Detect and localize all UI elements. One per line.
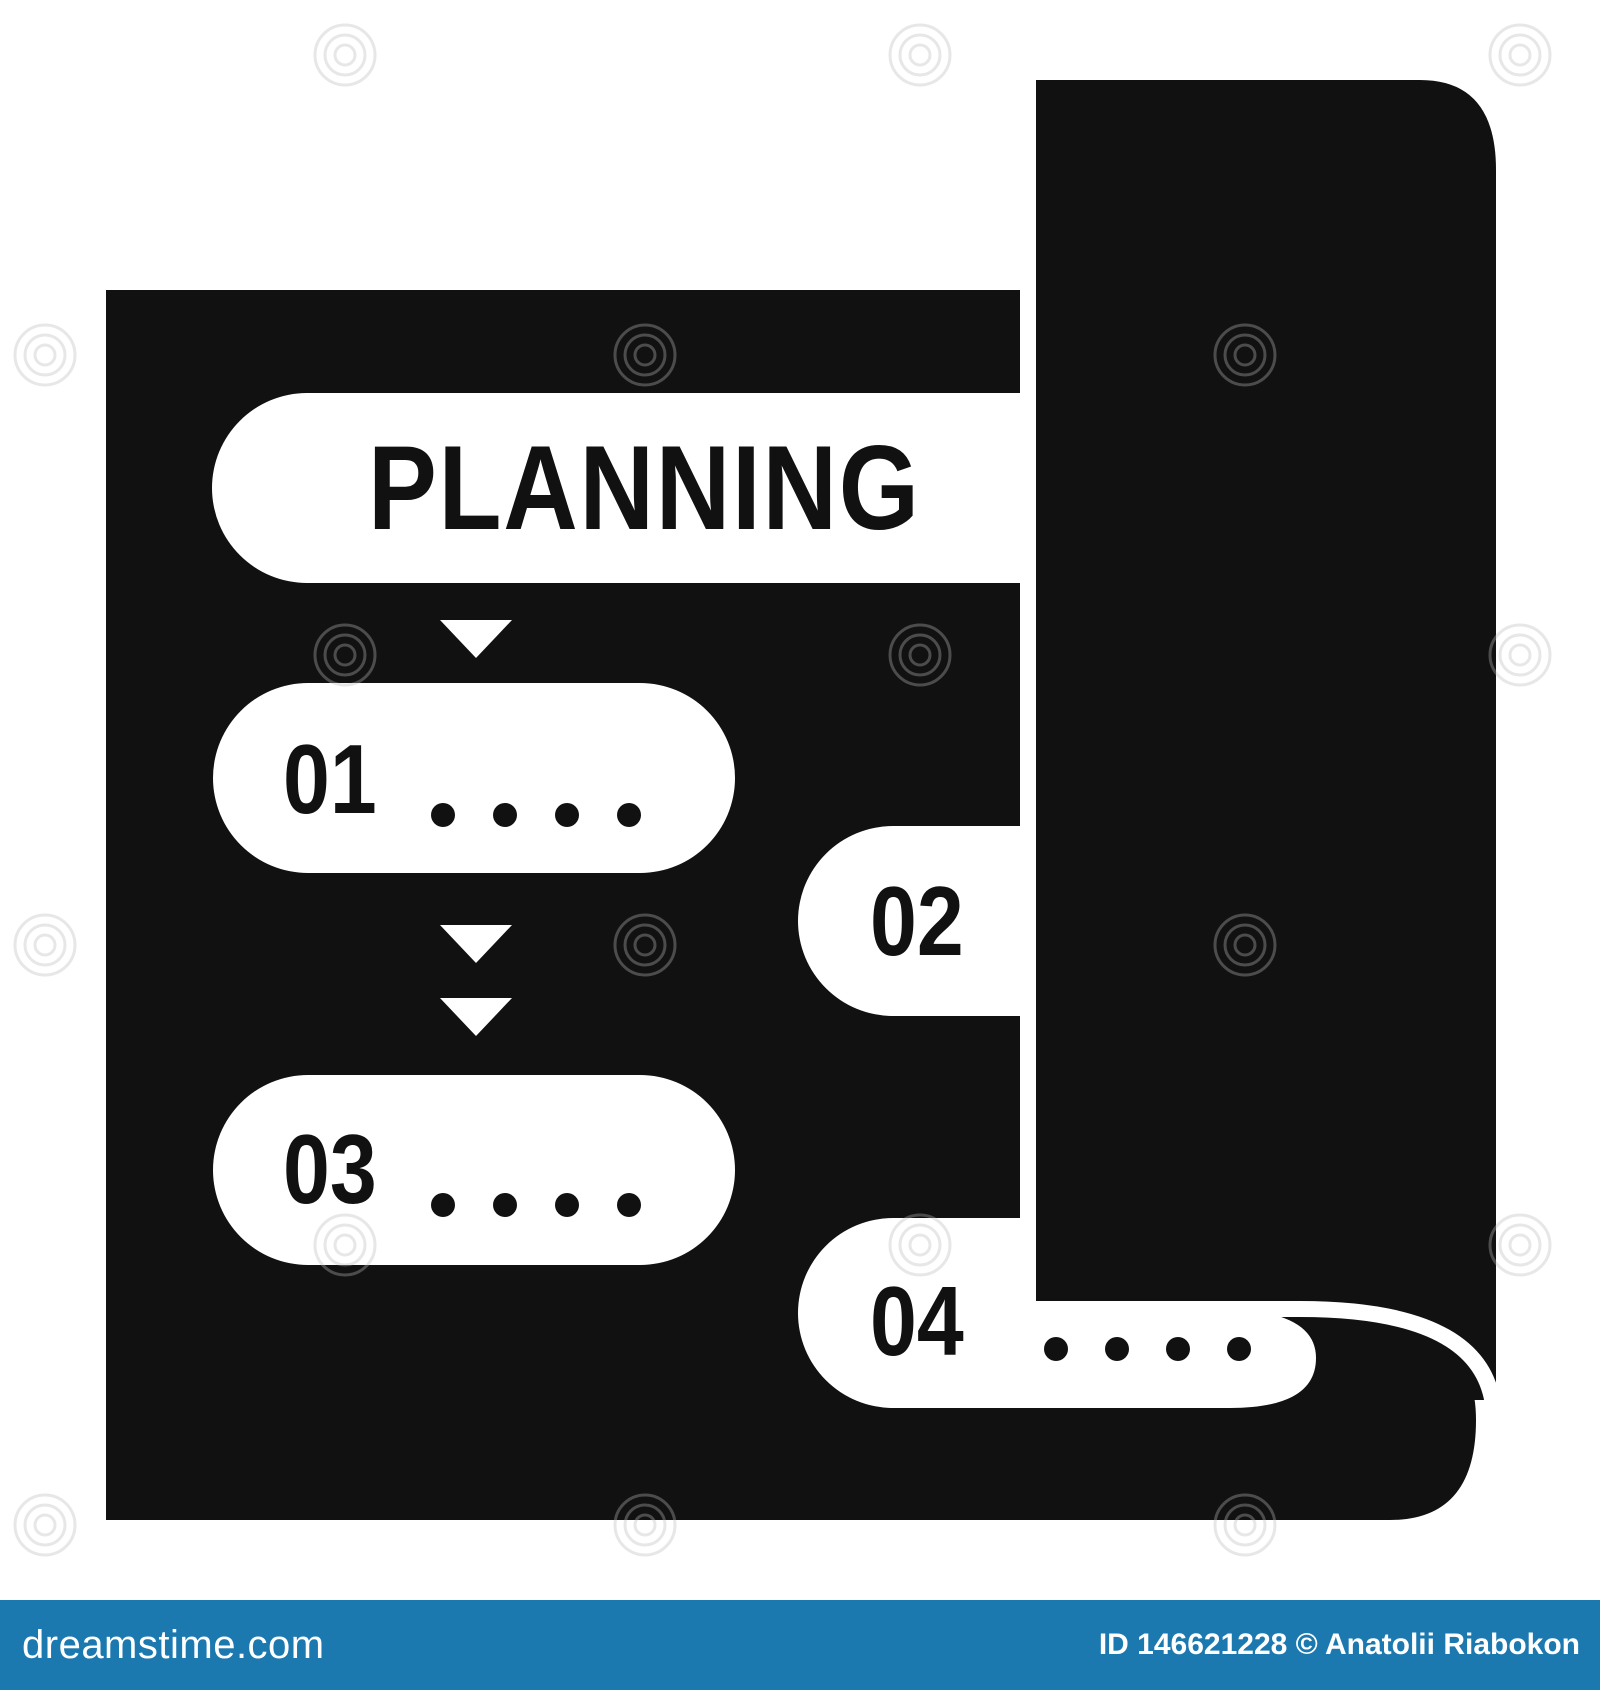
footer-bar: dreamstime.com ID 146621228 © Anatolii R… bbox=[0, 1600, 1600, 1690]
title-pill bbox=[212, 393, 1020, 583]
arrow-down-icon bbox=[440, 925, 512, 963]
step-03-number: 03 bbox=[283, 1114, 377, 1224]
footer-credit: ID 146621228 © Anatolii Riabokon bbox=[1098, 1628, 1580, 1661]
step-02-pill bbox=[798, 826, 1020, 1016]
scroll-edge-line bbox=[1020, 290, 1036, 1315]
step-01-dots bbox=[431, 803, 641, 827]
step-03-pill bbox=[213, 1075, 735, 1265]
step-03-dots bbox=[431, 1193, 641, 1217]
step-01-number: 01 bbox=[283, 724, 377, 834]
arrow-down-icon bbox=[440, 998, 512, 1036]
planning-title: PLANNING bbox=[368, 421, 921, 555]
arrow-down-icon bbox=[440, 620, 512, 658]
step-01-pill bbox=[213, 683, 735, 873]
scroll-back-panel bbox=[1036, 80, 1496, 1400]
step-02-number: 02 bbox=[870, 866, 964, 976]
step-04-pill bbox=[798, 1218, 1316, 1408]
step-04-number: 04 bbox=[870, 1266, 964, 1376]
scroll-curl-edge bbox=[1036, 1301, 1503, 1527]
footer-brand: dreamstime.com bbox=[22, 1622, 325, 1667]
step-04-dots bbox=[1044, 1337, 1251, 1361]
planning-scroll-icon bbox=[106, 80, 1503, 1527]
